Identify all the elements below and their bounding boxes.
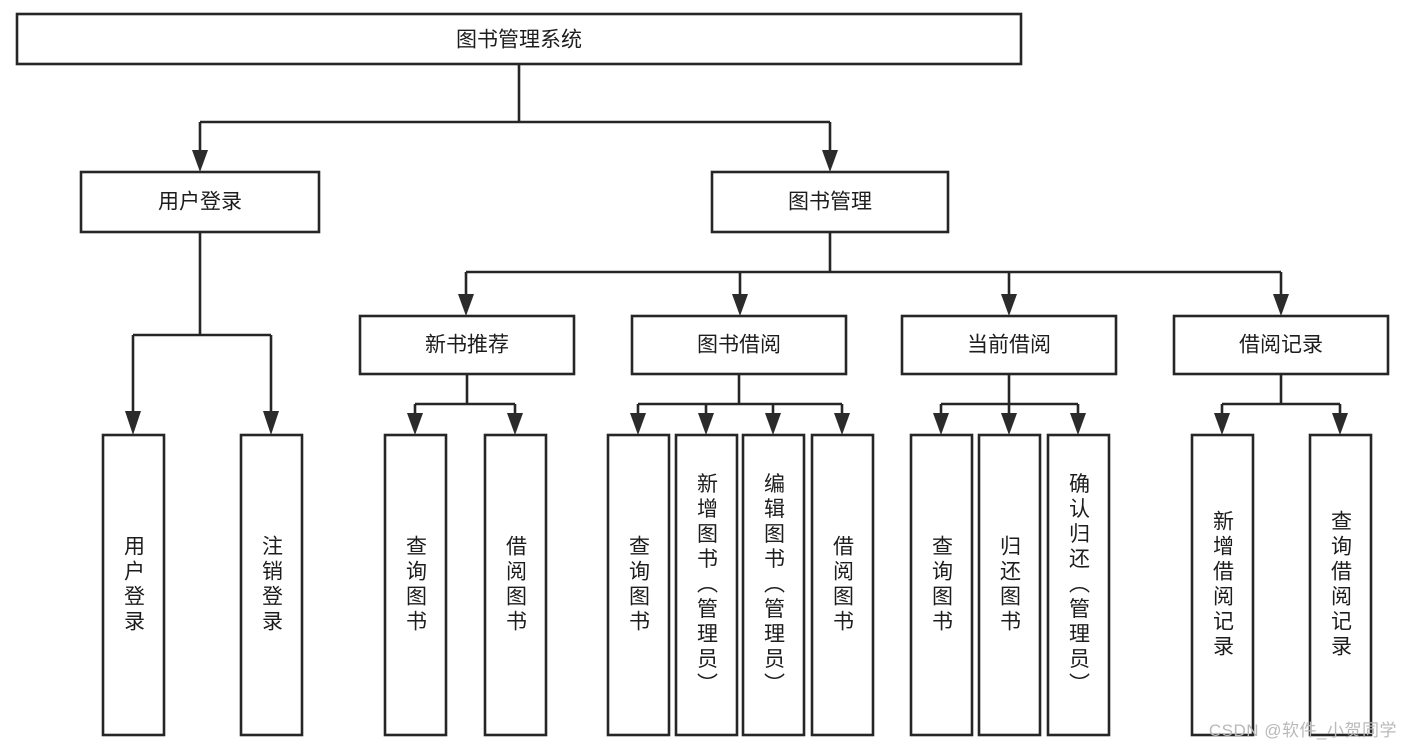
arrow-bb-leaf-4-icon xyxy=(834,413,850,435)
leaf-borrow-book-2-box xyxy=(810,433,875,737)
connector-group-book-management xyxy=(458,232,1289,316)
leaf-add-record[interactable]: 新增借阅记录 xyxy=(1190,433,1255,737)
leaf-return-book[interactable]: 归还图书 xyxy=(977,433,1042,737)
arrow-bm-to-new-book-recommend-icon xyxy=(458,294,474,316)
leaf-return-book-label: 归还图书 xyxy=(998,535,1022,635)
leaf-borrow-book-1-label: 借阅图书 xyxy=(504,535,528,635)
leaf-user-login[interactable]: 用户登录 xyxy=(101,433,166,737)
leaf-add-book[interactable]: 新增图书（管理员） xyxy=(674,433,739,737)
leaf-confirm-return[interactable]: 确认归还（管理员） xyxy=(1046,433,1111,737)
leaf-confirm-return-box xyxy=(1046,433,1111,737)
node-current-borrow-box xyxy=(900,314,1118,376)
arrow-cb-leaf-2-icon xyxy=(1001,413,1017,435)
leaf-borrow-book-2[interactable]: 借阅图书 xyxy=(810,433,875,737)
leaf-query-book-3-box xyxy=(909,433,974,737)
leaf-borrow-book-2-label: 借阅图书 xyxy=(831,535,855,635)
connector-group-book-borrow xyxy=(630,374,850,435)
node-borrow-record[interactable]: 借阅记录 xyxy=(1172,314,1390,376)
arrow-nbr-leaf-2-icon xyxy=(507,413,523,435)
arrow-cb-leaf-1-icon xyxy=(933,413,949,435)
connector-group-current-borrow xyxy=(933,374,1086,435)
leaf-user-login-label: 用户登录 xyxy=(122,535,146,635)
node-current-borrow-label: 当前借阅 xyxy=(967,334,1051,357)
leaf-confirm-return-label: 确认归还（管理员） xyxy=(1067,473,1091,698)
leaf-query-book-2[interactable]: 查询图书 xyxy=(606,433,671,737)
arrow-root-to-book-management-icon xyxy=(822,150,838,172)
leaf-query-book-3[interactable]: 查询图书 xyxy=(909,433,974,737)
leaf-query-record-label: 查询借阅记录 xyxy=(1329,510,1353,660)
node-root[interactable]: 图书管理系统 xyxy=(15,12,1023,66)
leaf-add-book-label: 新增图书（管理员） xyxy=(695,473,719,698)
arrow-bb-leaf-2-icon xyxy=(698,413,714,435)
connector-group-new-book-recommend xyxy=(407,374,523,435)
csdn-watermark: CSDN @软件_小贺同学 xyxy=(1208,721,1397,740)
node-book-borrow[interactable]: 图书借阅 xyxy=(630,314,848,376)
node-borrow-record-label: 借阅记录 xyxy=(1239,334,1323,357)
leaf-borrow-book-1[interactable]: 借阅图书 xyxy=(483,433,548,737)
leaf-user-logout-label: 注销登录 xyxy=(260,535,284,635)
leaf-add-record-label: 新增借阅记录 xyxy=(1211,510,1235,660)
arrow-nbr-leaf-1-icon xyxy=(407,413,423,435)
connector-group-root xyxy=(192,64,838,172)
leaf-add-record-box xyxy=(1190,433,1255,737)
node-new-book-recommend-label: 新书推荐 xyxy=(425,334,509,357)
connector-group-borrow-record xyxy=(1214,374,1348,435)
node-new-book-recommend[interactable]: 新书推荐 xyxy=(358,314,576,376)
arrow-root-to-user-login-icon xyxy=(192,150,208,172)
leaf-query-book-1-box xyxy=(383,433,448,737)
leaf-query-book-1[interactable]: 查询图书 xyxy=(383,433,448,737)
leaf-edit-book-label: 编辑图书（管理员） xyxy=(762,473,786,698)
node-book-borrow-box xyxy=(630,314,848,376)
leaf-query-book-3-label: 查询图书 xyxy=(930,535,954,635)
arrow-br-leaf-2-icon xyxy=(1332,413,1348,435)
node-book-management[interactable]: 图书管理 xyxy=(710,170,950,234)
arrow-bm-to-current-borrow-icon xyxy=(1001,294,1017,316)
leaf-user-logout-box xyxy=(239,433,304,737)
leaf-edit-book-box xyxy=(741,433,806,737)
node-user-login-label: 用户登录 xyxy=(158,191,242,214)
leaf-borrow-book-1-box xyxy=(483,433,548,737)
arrow-cb-leaf-3-icon xyxy=(1070,413,1086,435)
node-root-label: 图书管理系统 xyxy=(456,29,582,52)
leaf-query-record[interactable]: 查询借阅记录 xyxy=(1308,433,1373,737)
leaf-query-book-2-box xyxy=(606,433,671,737)
leaf-return-book-box xyxy=(977,433,1042,737)
node-book-borrow-label: 图书借阅 xyxy=(697,334,781,357)
arrow-bm-to-book-borrow-icon xyxy=(732,294,748,316)
connector-group-user-login xyxy=(125,232,279,435)
leaf-user-logout[interactable]: 注销登录 xyxy=(239,433,304,737)
leaf-query-record-box xyxy=(1308,433,1373,737)
arrow-user-login-leaf-2-icon xyxy=(263,411,279,435)
arrow-user-login-leaf-1-icon xyxy=(125,411,141,435)
node-current-borrow[interactable]: 当前借阅 xyxy=(900,314,1118,376)
leaf-query-book-2-label: 查询图书 xyxy=(627,535,651,635)
leaf-add-book-box xyxy=(674,433,739,737)
arrow-bb-leaf-3-icon xyxy=(765,413,781,435)
node-new-book-recommend-box xyxy=(358,314,576,376)
node-book-management-label: 图书管理 xyxy=(788,191,872,214)
node-book-management-box xyxy=(710,170,950,234)
leaf-query-book-1-label: 查询图书 xyxy=(404,535,428,635)
arrow-bm-to-borrow-record-icon xyxy=(1273,294,1289,316)
node-user-login[interactable]: 用户登录 xyxy=(79,170,321,234)
arrow-bb-leaf-1-icon xyxy=(630,413,646,435)
node-root-box xyxy=(15,12,1023,66)
arrow-br-leaf-1-icon xyxy=(1214,413,1230,435)
leaf-edit-book[interactable]: 编辑图书（管理员） xyxy=(741,433,806,737)
node-borrow-record-box xyxy=(1172,314,1390,376)
leaf-user-login-box xyxy=(101,433,166,737)
